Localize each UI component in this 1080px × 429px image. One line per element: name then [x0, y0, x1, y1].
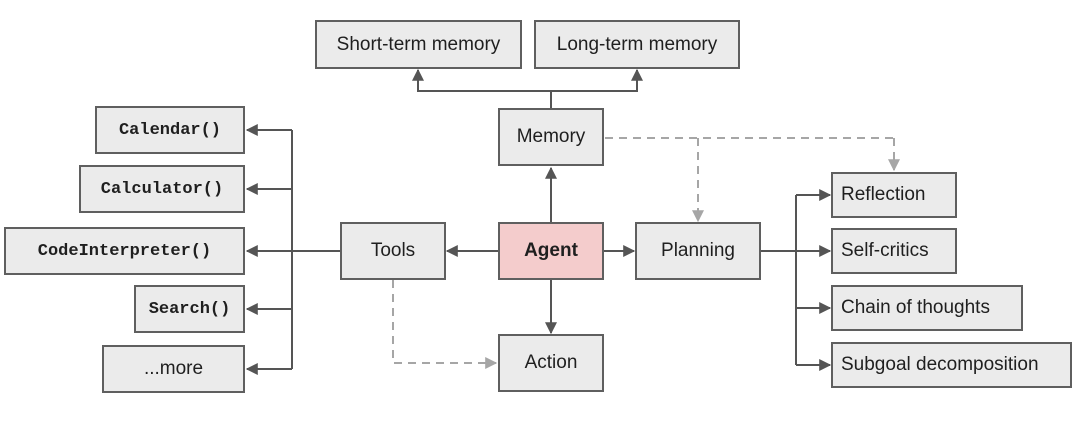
subgoal-decomposition-node: Subgoal decomposition: [831, 342, 1072, 388]
memory-node: Memory: [498, 108, 604, 166]
more-tools-node: ...more: [102, 345, 245, 393]
long-term-memory-node: Long-term memory: [534, 20, 740, 69]
edge-planning-to-planning-list: [761, 189, 832, 371]
self-critics-node: Self-critics: [831, 228, 957, 274]
edge-memory-to-memory-types: [412, 68, 643, 108]
calendar-tool-node: Calendar(): [95, 106, 245, 154]
reflection-node: Reflection: [831, 172, 957, 218]
agent-node: Agent: [498, 222, 604, 280]
action-node: Action: [498, 334, 604, 392]
search-tool-node: Search(): [134, 285, 245, 333]
edge-tools-to-action-dashed: [392, 280, 498, 369]
code-interpreter-tool-node: CodeInterpreter(): [4, 227, 245, 275]
tools-node: Tools: [340, 222, 446, 280]
short-term-memory-node: Short-term memory: [315, 20, 522, 69]
calculator-tool-node: Calculator(): [79, 165, 245, 213]
edge-tools-to-tool-list: [245, 124, 340, 375]
planning-node: Planning: [635, 222, 761, 280]
chain-of-thoughts-node: Chain of thoughts: [831, 285, 1023, 331]
edge-memory-to-planning-dashed: [605, 137, 900, 223]
